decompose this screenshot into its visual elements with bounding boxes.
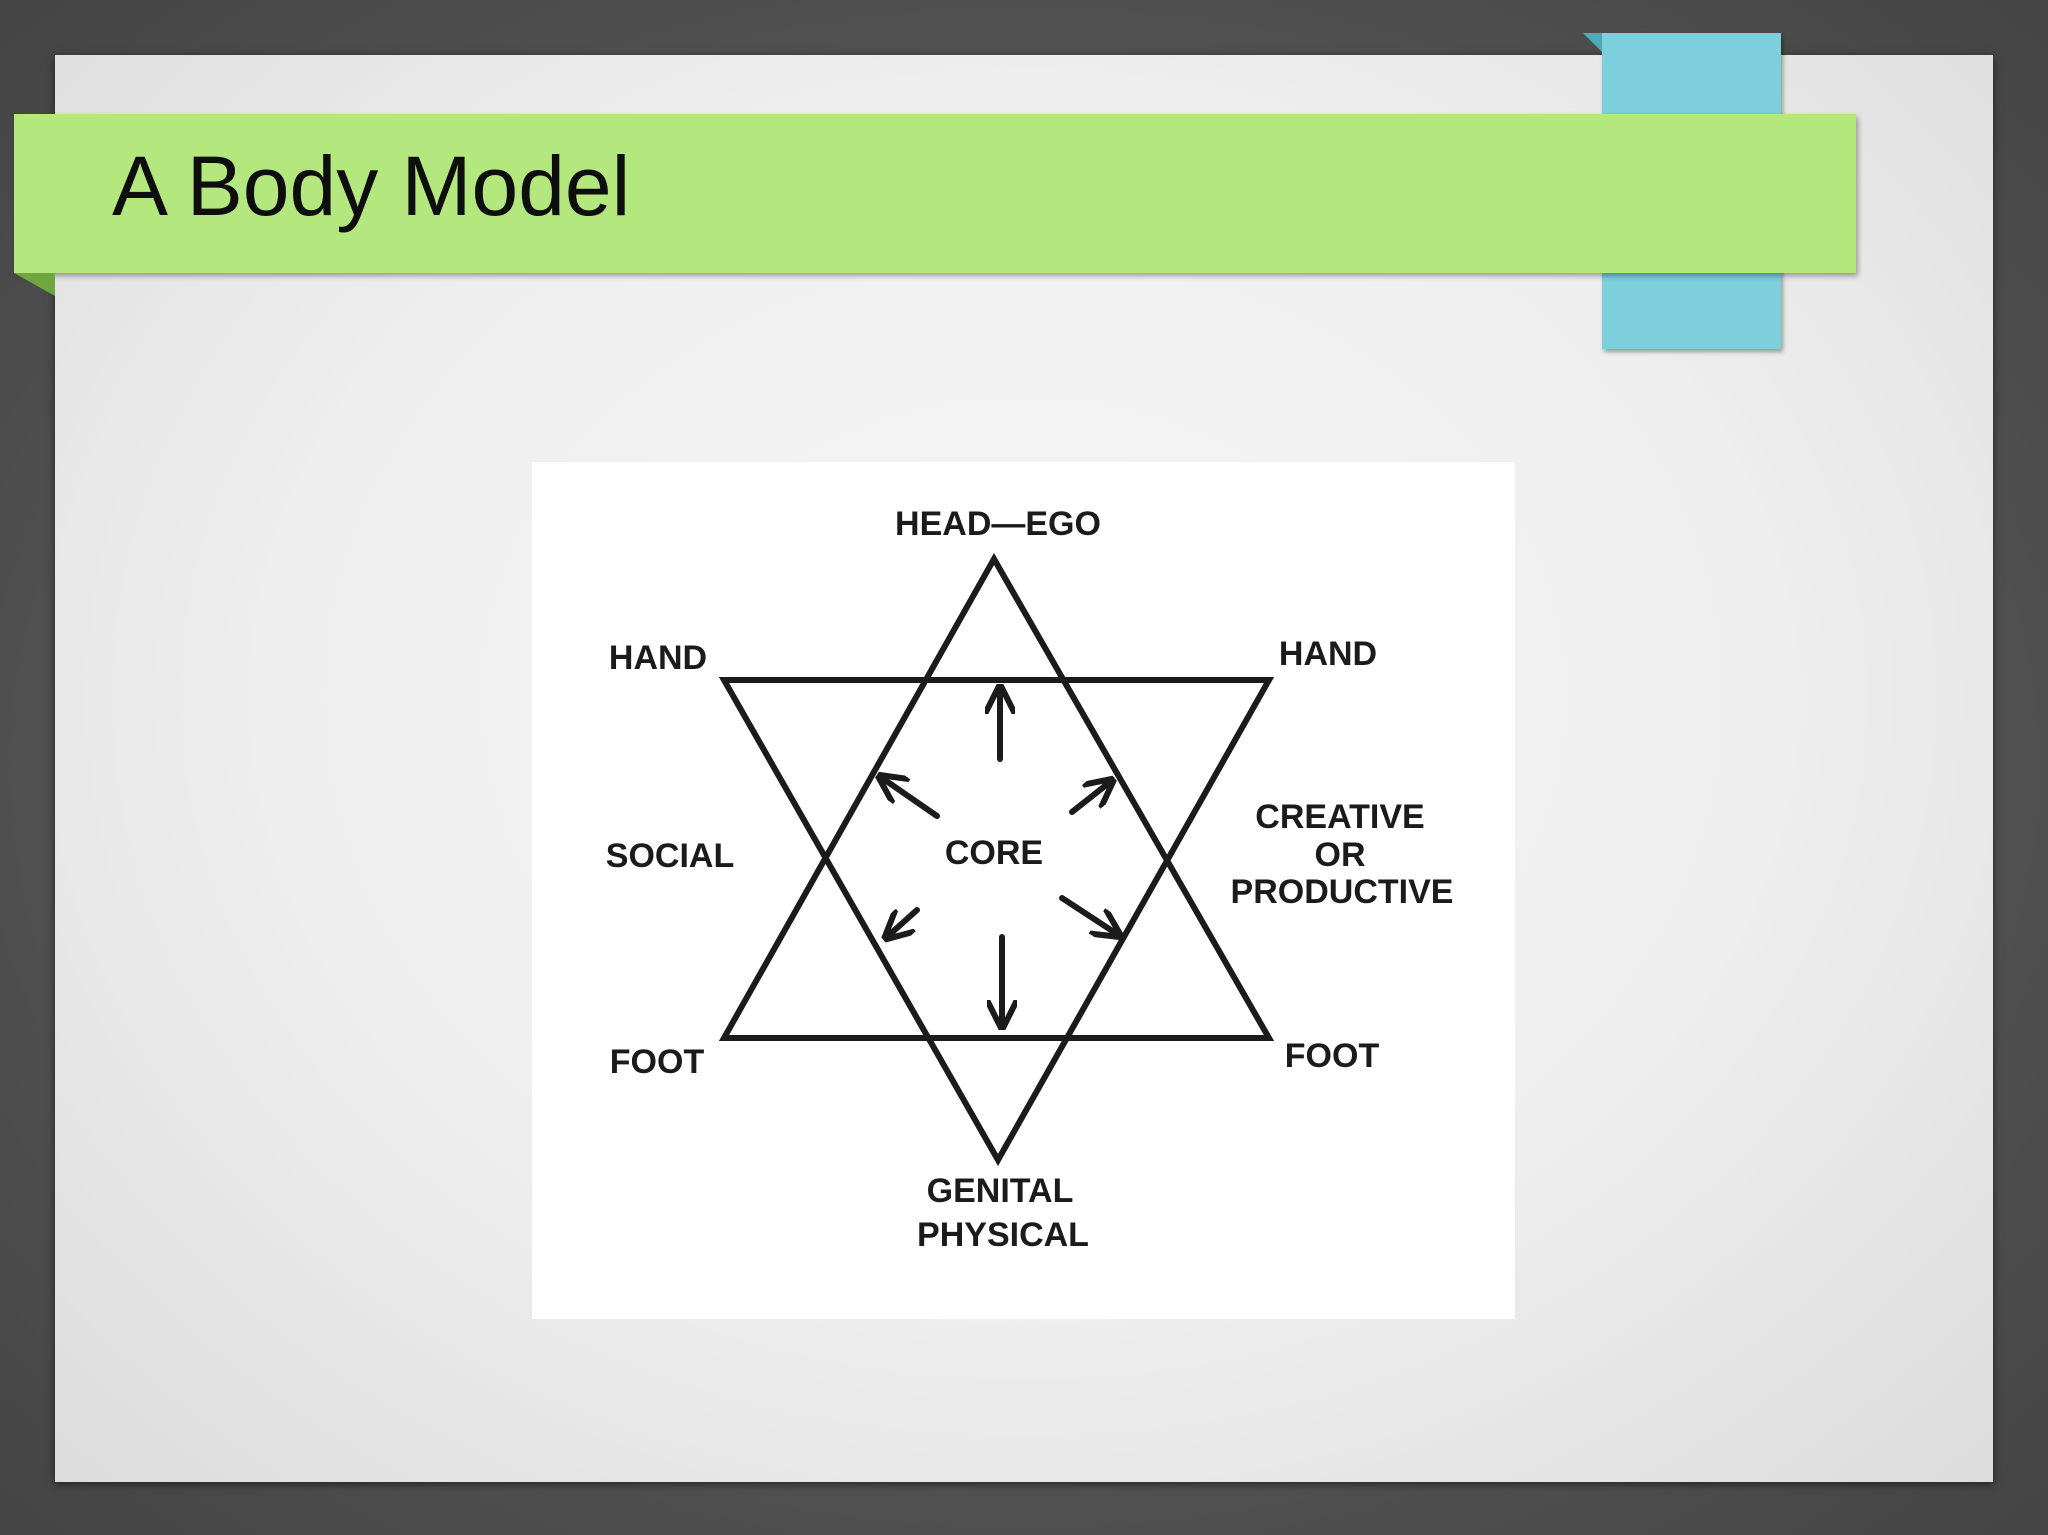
downward-triangle [718,677,1275,1167]
core-arrows [882,690,1117,1024]
label-social: SOCIAL [606,837,734,875]
upward-triangle [718,552,1275,1041]
label-productive: PRODUCTIVE [1231,873,1454,911]
label-creative: CREATIVE [1255,798,1424,836]
label-head-ego: HEAD—EGO [895,505,1101,543]
arrow-upper-right [1069,782,1110,815]
arrow-lower-left [888,907,920,936]
accent-tab-fold [1583,33,1602,52]
title-band [14,114,1856,273]
label-genital: GENITAL [927,1172,1074,1210]
body-model-diagram: HEAD—EGO HAND HAND SOCIAL CORE CREATIVE … [606,505,1454,1254]
label-hand-left: HAND [609,639,707,677]
label-core: CORE [945,834,1043,872]
label-or: OR [1315,836,1366,874]
label-foot-left: FOOT [610,1043,705,1081]
body-model-figure: HEAD—EGO HAND HAND SOCIAL CORE CREATIVE … [532,462,1515,1319]
label-foot-right: FOOT [1285,1037,1380,1075]
label-hand-right: HAND [1279,635,1377,673]
title-band-fold [14,273,55,296]
arrow-lower-right [1059,895,1117,934]
arrow-upper-left [882,778,940,819]
label-physical: PHYSICAL [917,1216,1089,1254]
slide-title: A Body Model [112,139,631,233]
